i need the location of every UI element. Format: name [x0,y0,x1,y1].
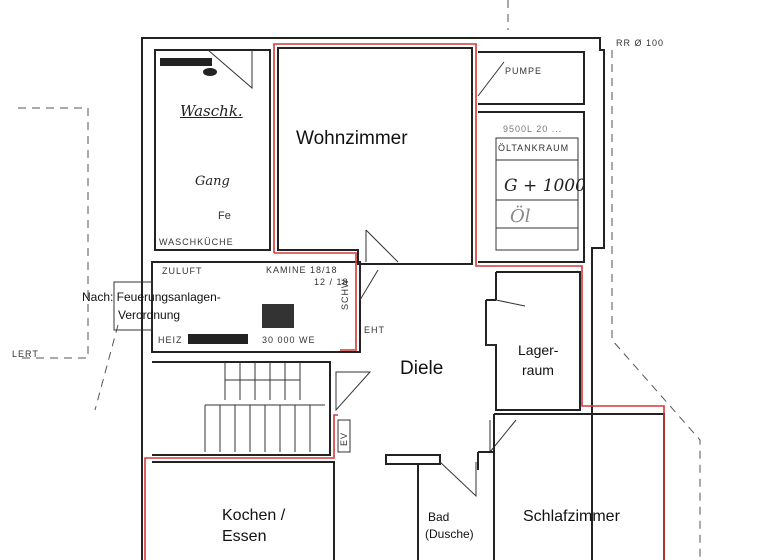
heizraum-door [359,269,379,301]
dashed-diagonal [94,324,119,411]
wohnzimmer-walls [277,47,473,265]
highlight-outline-kochen [144,414,338,560]
ev-label: EV [339,431,349,446]
schw-label: SCHW [340,278,350,311]
ev-box [337,419,351,453]
nach-label-1: Nach: Feuerungsanlagen- [82,290,221,304]
gang-handwritten: Gang [195,174,230,189]
room-label-lagerraum-1: Lager- [518,342,559,358]
eht-label: EHT [364,325,385,335]
room-label-wohnzimmer: Wohnzimmer [296,128,408,149]
room-label-bad-2: (Dusche) [425,527,474,541]
bad-walls [385,451,495,560]
rr-annotation: RR Ø 100 [616,38,665,48]
zuluft-label: ZULUFT [162,266,203,276]
kamine-label-1: KAMINE 18/18 [266,265,338,275]
outer-wall [141,37,605,560]
tank-handwritten: G + 1000 [504,176,586,196]
room-label-kochen-2: Essen [222,528,267,545]
bad-door [439,461,477,498]
wohnzimmer-door [365,229,399,263]
room-label-diele: Diele [400,358,444,379]
schlafzimmer-walls [493,413,665,560]
waschkueche-door [207,49,253,90]
room-label-lagerraum-2: raum [522,362,554,378]
highlight-outline-heiz [274,252,357,351]
heiz-output-label: 30 000 WE [262,335,316,345]
room-label-schlafzimmer: Schlafzimmer [523,508,620,525]
dashed-boundary-right [611,50,701,560]
kitchen-door [335,371,372,412]
room-label-tankraum: ÖLTANKRAUM [498,143,570,153]
schlafzimmer-door [489,419,517,453]
feuerung-box [113,281,153,331]
oel-handwritten: Öl [510,206,531,227]
nach-label-2: Verordnung [118,308,181,322]
room-label-kochen-1: Kochen / [222,507,286,524]
boiler-icon [262,304,294,328]
stairs [204,362,325,452]
room-label-bad-1: Bad [428,510,450,524]
drain-icon [203,68,217,76]
fe-annotation: Fe [218,210,231,222]
room-label-pumpe: PUMPE [505,66,543,76]
waschkueche-walls [154,49,271,251]
pumpe-room-walls [478,51,585,263]
lagerraum-door [486,299,526,346]
lert-label: LERT [12,349,39,359]
tank-note: 9500L 20 ... [503,124,563,134]
kochen-walls [152,461,335,560]
heiz-label-bar [188,334,248,344]
kamine-label-2: 12 / 18 [314,277,349,287]
tankraum-box [495,137,579,251]
stair-walls [152,361,331,456]
lagerraum-walls [485,271,581,411]
dashed-boundary-left [18,107,89,359]
highlight-outline-upper [273,43,665,560]
pumpe-door [477,61,505,97]
sink-icon [160,58,212,66]
heiz-label: HEIZ [158,335,183,345]
waschk-handwritten: Waschk. [180,102,243,120]
room-label-waschkueche: WASCHKÜCHE [159,237,234,247]
